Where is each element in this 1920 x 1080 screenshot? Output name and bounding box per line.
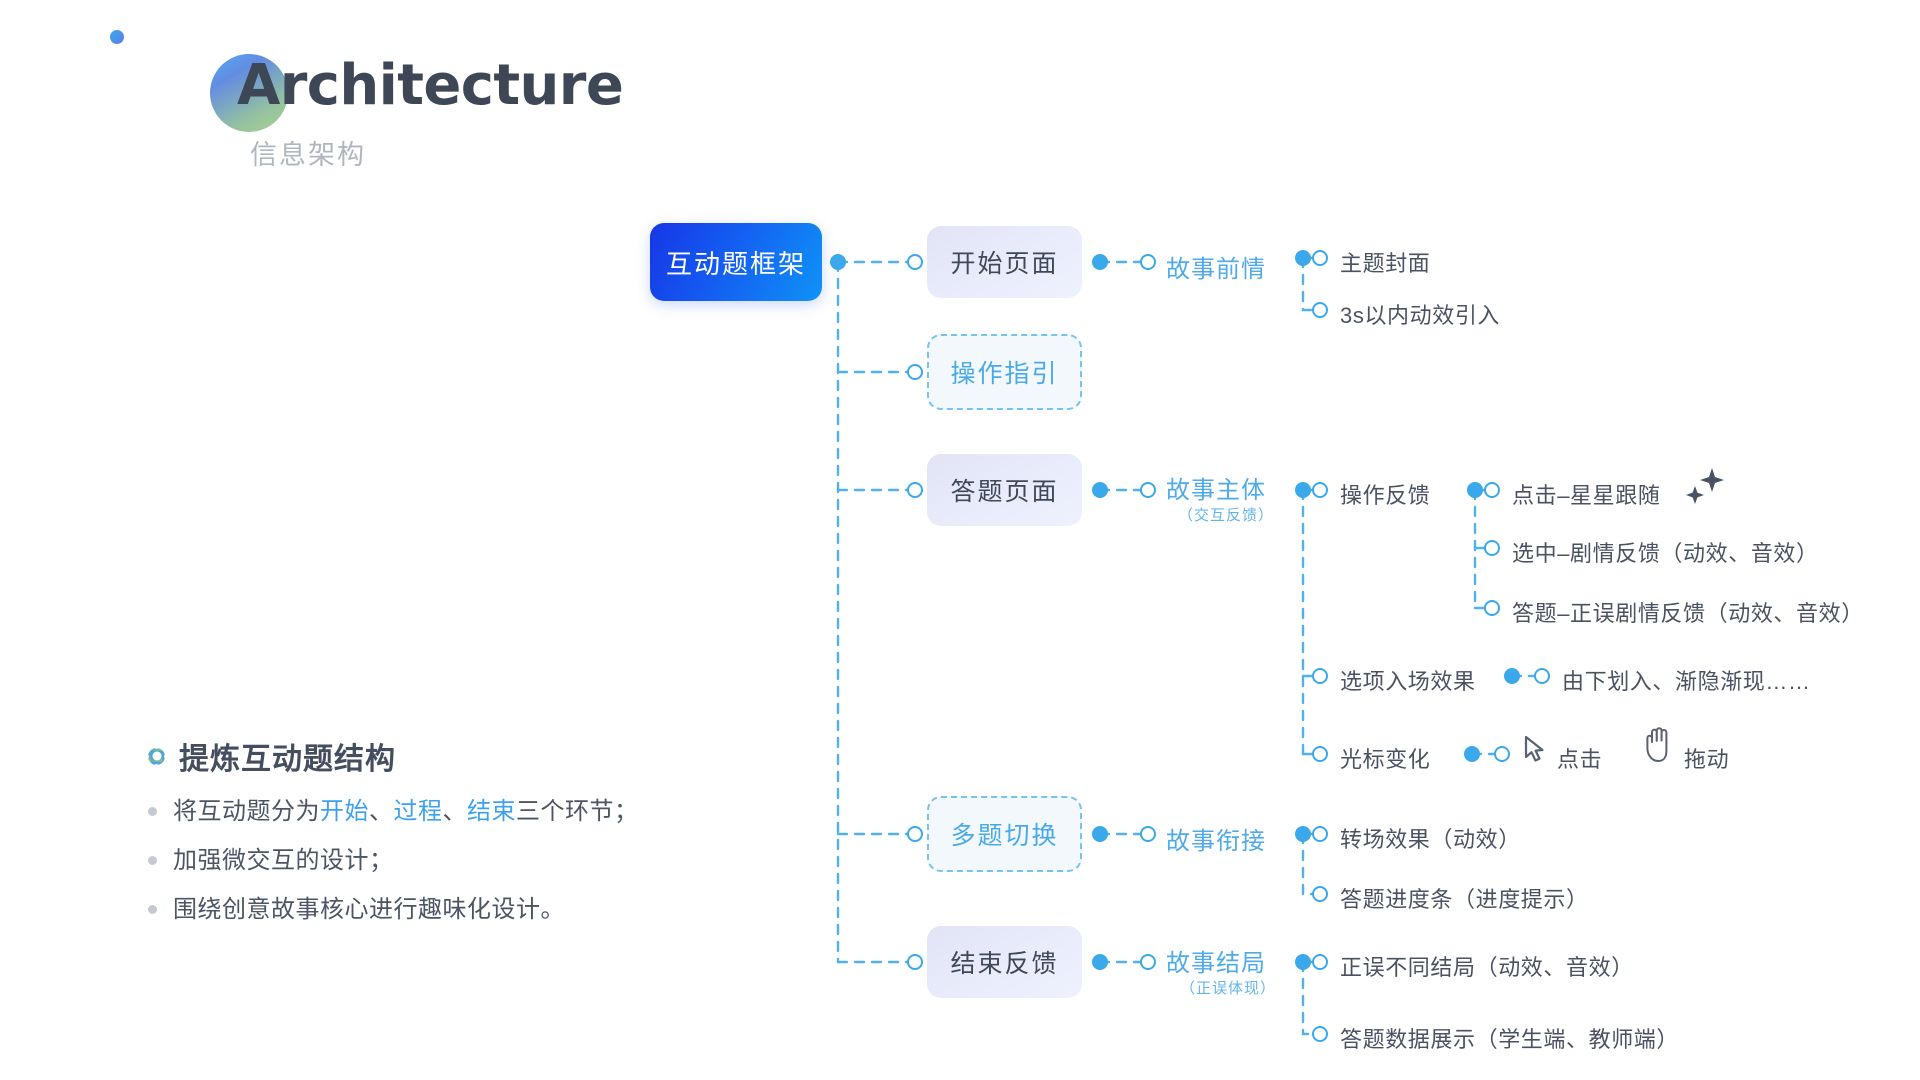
connector-dot bbox=[1092, 482, 1108, 498]
text-before: 将互动题分为 bbox=[173, 798, 320, 825]
connector-open-dot bbox=[907, 254, 923, 270]
keyword-process: 过程 bbox=[393, 798, 443, 825]
connector-dot bbox=[1092, 826, 1108, 842]
summary-title: 提炼互动题结构 bbox=[179, 743, 396, 776]
connector-open-dot bbox=[907, 364, 923, 380]
summary-block: 提炼互动题结构 将互动题分为开始、过程、结束三个环节； 加强微交互的设计； 围绕… bbox=[148, 735, 639, 940]
node-label: 答题页面 bbox=[950, 478, 1059, 506]
leaf-label: 答题进度条（进度提示） bbox=[1340, 887, 1589, 912]
bullet-dot-icon bbox=[148, 905, 157, 914]
connector-dot-root bbox=[830, 254, 846, 270]
text-after: 三个环节； bbox=[516, 798, 639, 825]
leaf-label: 正误不同结局（动效、音效） bbox=[1340, 955, 1634, 980]
node-label: 多题切换 bbox=[950, 822, 1059, 850]
connector-open-dot bbox=[907, 482, 923, 498]
leaf-label: 3s以内动效引入 bbox=[1340, 303, 1501, 328]
list-item-text: 围绕创意故事核心进行趣味化设计。 bbox=[173, 896, 565, 923]
connector-open-dot bbox=[1312, 668, 1328, 684]
keyword-start: 开始 bbox=[320, 798, 369, 825]
mindmap-node-end-feedback[interactable]: 结束反馈 bbox=[927, 926, 1082, 998]
list-item: 围绕创意故事核心进行趣味化设计。 bbox=[148, 891, 639, 929]
leaf-label: 答题数据展示（学生端、教师端） bbox=[1340, 1027, 1680, 1052]
gradient-dot-icon bbox=[110, 30, 124, 44]
category-sublabel-story-ending: （正误体现） bbox=[1180, 980, 1277, 997]
leaf-label: 主题封面 bbox=[1340, 251, 1431, 276]
cursor-arrow-icon bbox=[1522, 734, 1548, 764]
connector-open-dot bbox=[1484, 482, 1500, 498]
option-detail-label: 由下划入、渐隐渐现…… bbox=[1562, 669, 1811, 694]
connector-open-dot bbox=[1312, 250, 1328, 266]
connector-open-dot bbox=[1140, 954, 1156, 970]
connector-open-dot bbox=[1312, 886, 1328, 902]
sep-2: 、 bbox=[442, 798, 467, 825]
node-label: 开始页面 bbox=[950, 250, 1059, 278]
connector-open-dot bbox=[907, 954, 923, 970]
gradient-ring-icon bbox=[148, 748, 165, 765]
connector-dot bbox=[1295, 250, 1311, 266]
connector-open-dot bbox=[1140, 254, 1156, 270]
connector-open-dot bbox=[1484, 540, 1500, 556]
connector-open-dot bbox=[1312, 826, 1328, 842]
connector-dot bbox=[1092, 954, 1108, 970]
list-item: 将互动题分为开始、过程、结束三个环节； bbox=[148, 793, 639, 831]
summary-heading: 提炼互动题结构 bbox=[148, 735, 639, 777]
cursor-detail-label: 点击 bbox=[1557, 747, 1603, 772]
mindmap-root-label: 互动题框架 bbox=[665, 248, 806, 279]
leaf-label-operation-feedback: 操作反馈 bbox=[1340, 483, 1431, 508]
connector-open-dot bbox=[907, 826, 923, 842]
bullet-dot-icon bbox=[148, 807, 157, 816]
leaf-label-option-entrance: 选项入场效果 bbox=[1340, 669, 1476, 694]
connector-open-dot bbox=[1140, 826, 1156, 842]
gradient-circle-icon bbox=[210, 54, 288, 132]
connector-open-dot bbox=[1140, 482, 1156, 498]
page-subtitle: 信息架构 bbox=[250, 140, 366, 170]
sparkles-icon bbox=[1682, 466, 1728, 510]
mindmap-root-node[interactable]: 互动题框架 bbox=[650, 223, 822, 301]
mindmap-node-operation-guide[interactable]: 操作指引 bbox=[927, 334, 1082, 410]
category-label-story-body: 故事主体 bbox=[1166, 477, 1266, 504]
connector-open-dot bbox=[1534, 668, 1550, 684]
connector-dot bbox=[1467, 482, 1483, 498]
list-item: 加强微交互的设计； bbox=[148, 842, 639, 880]
keyword-end: 结束 bbox=[467, 798, 516, 825]
category-label-story-intro: 故事前情 bbox=[1166, 256, 1266, 283]
subleaf-label: 答题–正误剧情反馈（动效、音效） bbox=[1512, 601, 1864, 626]
list-item-text: 将互动题分为开始、过程、结束三个环节； bbox=[173, 793, 639, 831]
leaf-label-cursor-change: 光标变化 bbox=[1340, 747, 1431, 772]
connector-open-dot bbox=[1494, 746, 1510, 762]
list-item-text: 加强微交互的设计； bbox=[173, 847, 394, 874]
connector-open-dot bbox=[1312, 302, 1328, 318]
connector-dot bbox=[1295, 482, 1311, 498]
cursor-detail-label: 拖动 bbox=[1684, 747, 1730, 772]
subleaf-label: 点击–星星跟随 bbox=[1512, 483, 1661, 508]
connector-open-dot bbox=[1312, 954, 1328, 970]
category-label-story-bridge: 故事衔接 bbox=[1166, 828, 1266, 855]
mindmap-node-answer-page[interactable]: 答题页面 bbox=[927, 454, 1082, 526]
connector-open-dot bbox=[1312, 1026, 1328, 1042]
connector-open-dot bbox=[1312, 746, 1328, 762]
hand-drag-icon bbox=[1640, 726, 1674, 764]
connector-dot bbox=[1504, 668, 1520, 684]
connector-dot bbox=[1092, 254, 1108, 270]
connector-open-dot bbox=[1312, 482, 1328, 498]
bullet-dot-icon bbox=[148, 856, 157, 865]
connector-dot bbox=[1464, 746, 1480, 762]
sep-1: 、 bbox=[369, 798, 394, 825]
subleaf-label: 选中–剧情反馈（动效、音效） bbox=[1512, 541, 1819, 566]
connector-dot bbox=[1295, 954, 1311, 970]
connector-open-dot bbox=[1484, 600, 1500, 616]
summary-list: 将互动题分为开始、过程、结束三个环节； 加强微交互的设计； 围绕创意故事核心进行… bbox=[148, 793, 639, 929]
category-sublabel-story-body: （交互反馈） bbox=[1178, 507, 1275, 524]
leaf-label: 转场效果（动效） bbox=[1340, 827, 1521, 852]
node-label: 结束反馈 bbox=[950, 950, 1059, 978]
node-label: 操作指引 bbox=[950, 360, 1059, 388]
mindmap-node-multi-question[interactable]: 多题切换 bbox=[927, 796, 1082, 872]
connector-dot bbox=[1295, 826, 1311, 842]
category-label-story-ending: 故事结局 bbox=[1166, 950, 1266, 977]
page-title: Architecture bbox=[237, 53, 624, 118]
mindmap-node-start-page[interactable]: 开始页面 bbox=[927, 226, 1082, 298]
